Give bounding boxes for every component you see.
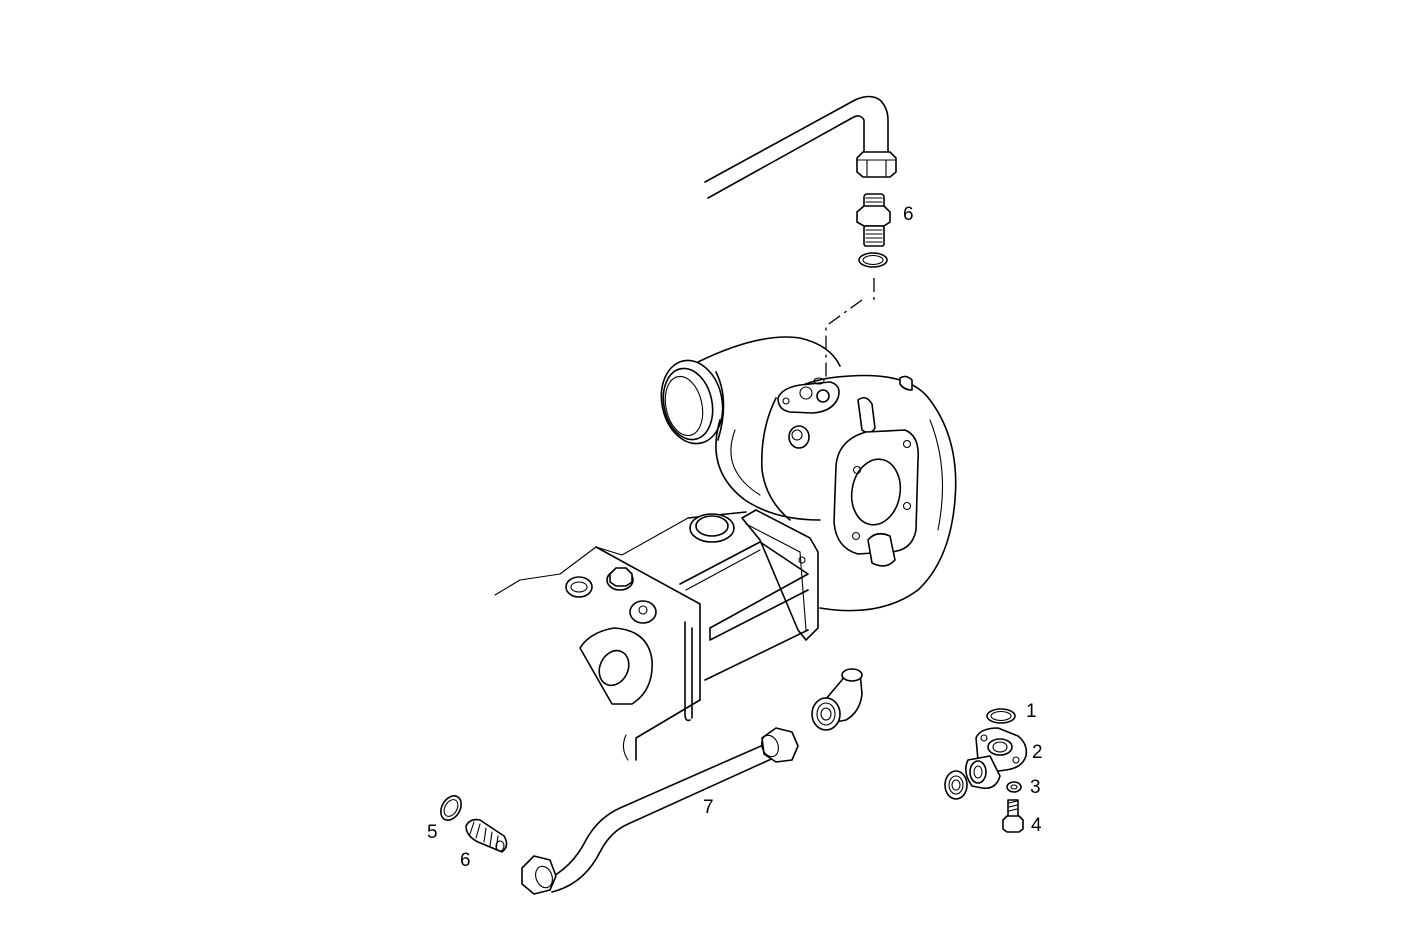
callout-5-sealing-ring: 5 bbox=[427, 822, 438, 843]
elbow-fitting bbox=[811, 668, 863, 731]
exhaust-manifold bbox=[494, 509, 819, 761]
assembly-leader-line bbox=[825, 278, 875, 380]
fitting-union-lower bbox=[440, 795, 508, 853]
callout-4-bolt: 4 bbox=[1031, 815, 1042, 836]
oil-feed-pipe bbox=[704, 95, 897, 199]
callout-2-flange-adapter: 2 bbox=[1032, 742, 1043, 763]
callout-6-upper-fitting: 6 bbox=[903, 204, 914, 225]
oil-return-pipe bbox=[521, 727, 799, 895]
callout-3-washer: 3 bbox=[1030, 777, 1041, 798]
flange-adapter-group bbox=[944, 708, 1028, 833]
turbocharger bbox=[660, 336, 957, 612]
fitting-union-upper bbox=[856, 193, 891, 268]
callout-6-lower-fitting: 6 bbox=[460, 850, 471, 871]
callout-1-o-ring: 1 bbox=[1026, 701, 1037, 722]
callout-7-return-pipe: 7 bbox=[703, 797, 714, 818]
